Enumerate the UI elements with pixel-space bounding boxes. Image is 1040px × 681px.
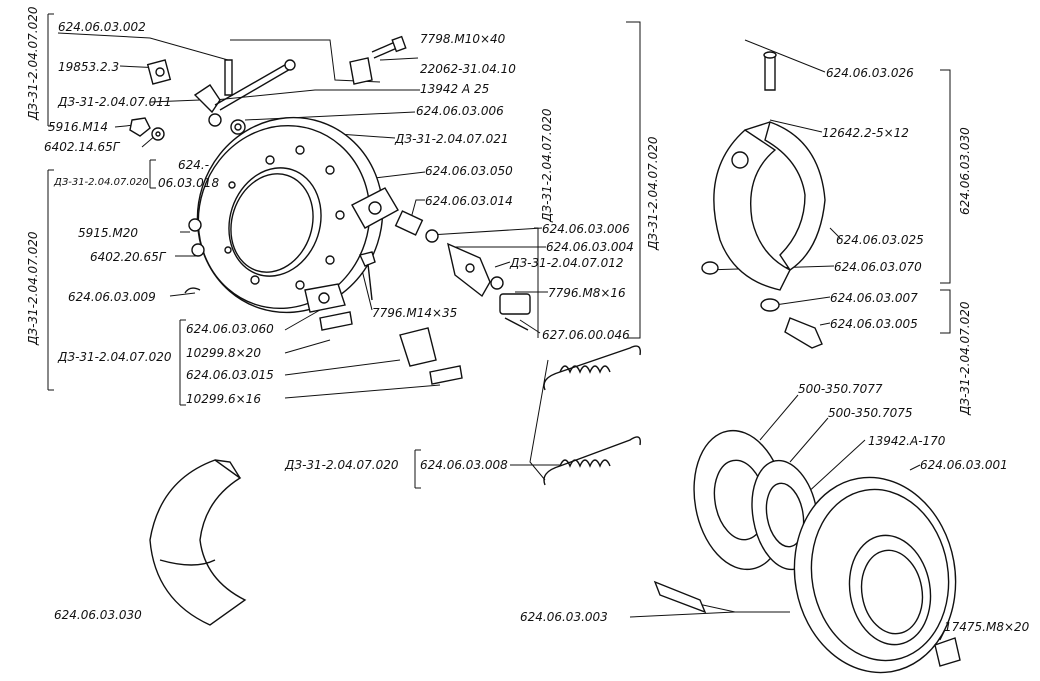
label-007: 624.06.03.007 bbox=[830, 291, 918, 305]
label-19853: 19853.2.3 bbox=[58, 60, 120, 74]
label-006-top: 624.06.03.006 bbox=[416, 104, 504, 118]
label-d3-012: ДЗ-31-2.04.07.012 bbox=[510, 256, 624, 270]
vlabel-left: ДЗ-31-2.04.07.020 bbox=[26, 231, 40, 345]
label-015: 624.06.03.015 bbox=[186, 368, 274, 382]
label-018: 06.03.018 bbox=[158, 176, 220, 190]
label-014: 624.06.03.014 bbox=[425, 194, 513, 208]
brake-drum bbox=[653, 429, 961, 674]
brake-shoe-right bbox=[701, 51, 826, 349]
label-7077: 500-350.7077 bbox=[798, 382, 883, 396]
label-030-bottom: 624.06.03.030 bbox=[54, 608, 142, 622]
bracket-right-030 bbox=[940, 69, 951, 284]
springs bbox=[543, 345, 641, 486]
label-d3-011: ДЗ-31-2.04.07.011 bbox=[58, 95, 172, 109]
label-003: 624.06.03.003 bbox=[520, 610, 608, 624]
label-009: 624.06.03.009 bbox=[68, 290, 156, 304]
label-006-mid: 624.06.03.006 bbox=[542, 222, 630, 236]
label-10299-6: 10299.6×16 bbox=[186, 392, 261, 406]
label-7798: 7798.М10×40 bbox=[420, 32, 506, 46]
label-026: 624.06.03.026 bbox=[826, 66, 914, 80]
label-10299-8: 10299.8×20 bbox=[186, 346, 261, 360]
label-6402-20: 6402.20.65Г bbox=[90, 250, 166, 264]
label-d3-021: ДЗ-31-2.04.07.021 bbox=[395, 132, 509, 146]
middle-parts bbox=[184, 187, 531, 385]
bracket-060 bbox=[179, 319, 186, 406]
label-001: 624.06.03.001 bbox=[920, 458, 1008, 472]
label-050: 624.06.03.050 bbox=[425, 164, 513, 178]
label-d3-020-spring: ДЗ-31-2.04.07.020 bbox=[285, 458, 399, 472]
label-6402-14: 6402.14.65Г bbox=[44, 140, 120, 154]
bracket-top-left bbox=[47, 13, 54, 127]
label-17475: 17475.М8×20 bbox=[944, 620, 1030, 634]
label-13942a25: 13942 А 25 bbox=[420, 82, 490, 96]
backing-plate bbox=[196, 116, 384, 314]
bracket-right-020 bbox=[940, 289, 951, 334]
label-13942a170: 13942.А-170 bbox=[868, 434, 946, 448]
bracket-center-small bbox=[534, 227, 539, 338]
label-5915: 5915.М20 bbox=[78, 226, 138, 240]
vlabel-center-big: ДЗ-31-2.04.07.020 bbox=[646, 136, 660, 250]
label-627: 627.06.00.046 bbox=[542, 328, 630, 342]
label-025: 624.06.03.025 bbox=[836, 233, 924, 247]
label-624-06-03-002: 624.06.03.002 bbox=[58, 20, 146, 34]
vlabel-center-small: ДЗ-31-2.04.07.020 bbox=[540, 108, 554, 222]
label-004: 624.06.03.004 bbox=[546, 240, 634, 254]
label-12642: 12642.2-5×12 bbox=[822, 126, 909, 140]
label-060: 624.06.03.060 bbox=[186, 322, 274, 336]
label-7796m8: 7796.М8×16 bbox=[548, 286, 626, 300]
bracket-center-right bbox=[626, 21, 641, 339]
label-624-dash: 624.- bbox=[178, 158, 210, 172]
bracket-left bbox=[47, 169, 54, 391]
label-008: 624.06.03.008 bbox=[420, 458, 508, 472]
label-070: 624.06.03.070 bbox=[834, 260, 922, 274]
vlabel-right-030: 624.06.03.030 bbox=[958, 127, 972, 215]
bracket-008 bbox=[414, 449, 421, 489]
vlabel-right-020: ДЗ-31-2.04.07.020 bbox=[958, 301, 972, 415]
label-5916: 5916.М14 bbox=[48, 120, 108, 134]
label-005: 624.06.03.005 bbox=[830, 317, 918, 331]
brake-shoe-bottom bbox=[149, 459, 247, 626]
label-22062: 22062-31.04.10 bbox=[420, 62, 516, 76]
label-7796m14: 7796.М14×35 bbox=[372, 306, 458, 320]
label-d3-020-left2: ДЗ-31-2.04.07.020 bbox=[58, 350, 172, 364]
vlabel-top-left: ДЗ-31-2.04.07.020 bbox=[26, 6, 40, 120]
label-d3-020-small: ДЗ-31-2.04.07.020 bbox=[54, 177, 149, 188]
bracket-018 bbox=[149, 159, 156, 189]
label-7075: 500-350.7075 bbox=[828, 406, 913, 420]
top-left-small-parts bbox=[129, 35, 407, 141]
